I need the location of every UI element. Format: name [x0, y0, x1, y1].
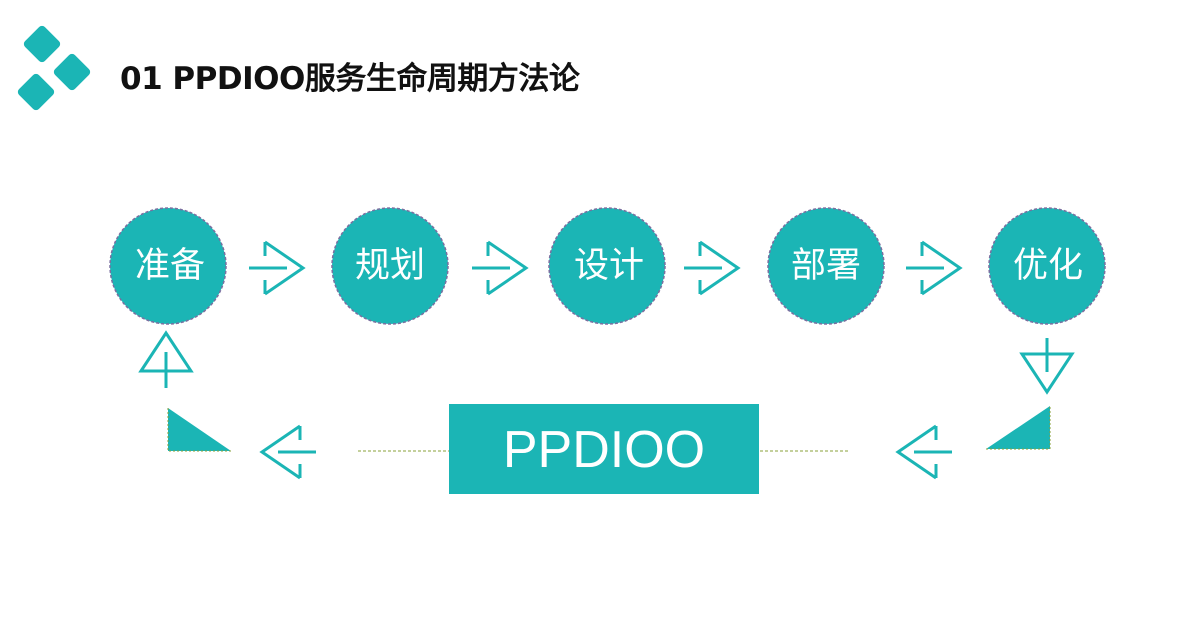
arrow-up-icon	[138, 330, 194, 388]
corner-triangle-icon	[986, 406, 1051, 450]
center-label: PPDIOO	[503, 421, 705, 479]
stage-plan: 规划	[331, 207, 449, 325]
arrow-left-icon	[895, 424, 952, 480]
ppdioo-center-box: PPDIOO	[449, 404, 759, 494]
stage-optimize: 优化	[988, 207, 1106, 325]
stage-label: 准备	[135, 246, 205, 286]
arrow-right-icon	[906, 240, 963, 296]
stage-label: 优化	[1013, 246, 1083, 286]
stage-design: 设计	[548, 207, 666, 325]
stage-implement: 部署	[767, 207, 885, 325]
arrow-right-icon	[472, 240, 529, 296]
page-title: 01 PPDIOO服务生命周期方法论	[120, 61, 580, 97]
stage-label: 设计	[574, 246, 644, 286]
corner-triangle-icon	[167, 408, 231, 452]
arrow-left-icon	[259, 424, 316, 480]
arrow-right-icon	[684, 240, 741, 296]
logo-diamonds-icon	[17, 25, 91, 111]
arrow-right-icon	[249, 240, 306, 296]
stage-label: 部署	[791, 246, 861, 286]
stage-prepare: 准备	[109, 207, 227, 325]
stage-label: 规划	[355, 246, 425, 286]
arrow-down-icon	[1019, 338, 1075, 395]
